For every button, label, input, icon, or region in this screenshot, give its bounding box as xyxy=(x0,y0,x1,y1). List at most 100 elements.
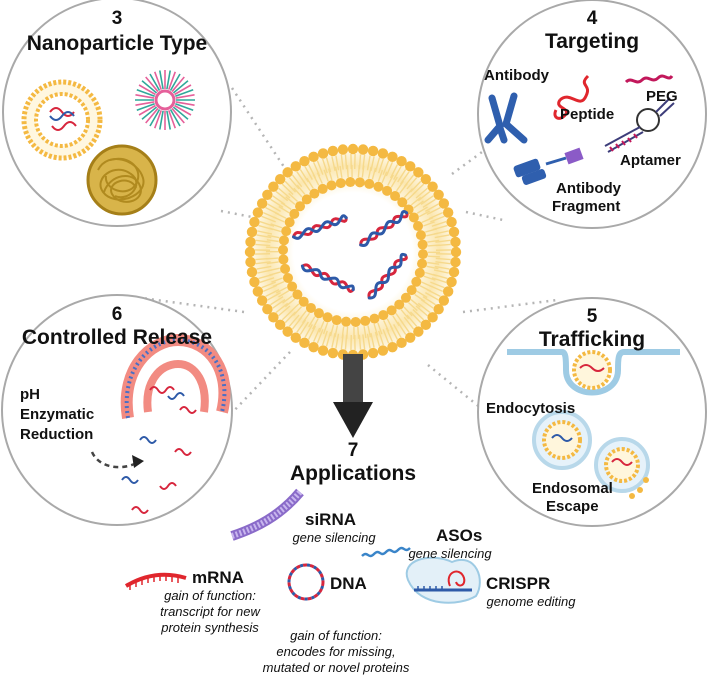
lipid-tail xyxy=(415,187,428,199)
released-dna-icon xyxy=(121,386,197,514)
lipid-tail xyxy=(278,305,291,317)
lipid-head xyxy=(387,341,398,353)
lipid-tail xyxy=(270,223,283,229)
lipid-head xyxy=(420,319,432,331)
micelle-strand xyxy=(169,109,181,127)
lipid-head xyxy=(274,319,286,331)
lipid-tail xyxy=(284,180,297,193)
peptide-label: Peptide xyxy=(560,106,615,123)
lipid-head xyxy=(298,296,309,307)
mrna-label: mRNA xyxy=(192,568,244,587)
lipid-tail xyxy=(296,184,306,195)
lipid-tail xyxy=(293,187,303,198)
micelle-strand xyxy=(149,73,161,91)
lipid-tail xyxy=(299,169,309,183)
lipid-tail xyxy=(316,329,324,344)
lipid-tail xyxy=(403,316,415,330)
lipid-tail xyxy=(335,333,340,349)
lipid-head xyxy=(331,315,342,326)
lipid-head xyxy=(274,173,286,185)
lipid-head xyxy=(377,148,389,159)
lipid-tail xyxy=(256,234,272,239)
lipid-head xyxy=(367,145,379,157)
micelle-strand xyxy=(149,109,161,127)
lipid-head xyxy=(347,143,359,155)
reduction-trigger-label: Reduction xyxy=(20,426,94,443)
lipid-tail xyxy=(261,215,276,223)
micelle-strand xyxy=(166,70,171,90)
lipid-tail xyxy=(424,271,437,277)
dna-desc-line2: encodes for missing, xyxy=(276,644,396,659)
lipid-head xyxy=(442,286,454,297)
dna-desc-line3: mutated or novel proteins xyxy=(262,660,410,675)
micelle-strand xyxy=(135,101,155,106)
lipid-tail xyxy=(275,302,289,314)
lipid-tail xyxy=(389,164,399,179)
mrna-icon xyxy=(124,572,187,590)
lipid-head xyxy=(414,267,425,278)
endosome-icon xyxy=(532,410,650,499)
lipid-tail xyxy=(339,165,343,178)
lipid-head xyxy=(369,313,380,324)
lipid-head xyxy=(246,266,258,278)
lipid-tail xyxy=(272,298,286,309)
lipid-head xyxy=(367,347,379,359)
panel-release-circle xyxy=(1,294,233,526)
lipid-tail xyxy=(397,321,407,335)
lipid-tail xyxy=(383,320,390,332)
lipid-tail xyxy=(362,334,366,350)
lipid-head xyxy=(299,337,310,349)
lipid-head xyxy=(427,181,438,192)
lipid-head xyxy=(394,299,405,310)
lipid-tail xyxy=(266,257,279,260)
micelle-strand xyxy=(174,104,192,116)
lipid-tail xyxy=(267,267,280,272)
lipid-tail xyxy=(413,200,424,209)
lipid-tail xyxy=(393,166,402,180)
lipid-head xyxy=(405,161,416,172)
lipid-tail xyxy=(390,176,398,188)
sirna-label: siRNA xyxy=(305,510,357,529)
lipid-tail xyxy=(334,325,339,338)
micelle-strand xyxy=(153,110,162,129)
lipid-tail xyxy=(392,315,400,327)
micelle-strand xyxy=(135,94,155,99)
dna-label: DNA xyxy=(330,574,367,593)
lipid-tail xyxy=(423,221,435,227)
lipid-tail xyxy=(430,215,445,223)
lipid-tail xyxy=(325,157,332,173)
lipid-head xyxy=(446,216,457,228)
lipid-head xyxy=(245,236,256,248)
lipid-tail xyxy=(395,313,404,324)
lipid-head xyxy=(433,189,444,200)
lipid-tail xyxy=(423,275,436,281)
lipid-tail xyxy=(255,243,271,247)
lipid-head xyxy=(299,155,310,167)
lipid-tail xyxy=(346,165,349,178)
lipid-tail xyxy=(278,205,290,214)
lipid-tail xyxy=(272,280,285,287)
lipid-head xyxy=(317,345,329,356)
lipid-tail xyxy=(374,331,381,347)
lipid-tail xyxy=(374,157,381,173)
lipid-tail xyxy=(266,246,279,249)
micelle-strand xyxy=(145,107,159,124)
lipid-tail xyxy=(403,188,414,198)
endocytosis-vesicle-icon xyxy=(572,350,612,390)
lipid-head xyxy=(278,235,289,246)
lipid-head xyxy=(341,316,352,327)
lipid-head xyxy=(405,332,416,343)
lipid-tail xyxy=(395,180,405,192)
asos-desc: gene silencing xyxy=(408,546,492,561)
lipid-tail xyxy=(427,261,440,265)
release-panel-number: 6 xyxy=(111,304,123,325)
aptamer-icon xyxy=(604,97,675,153)
lipid-tail xyxy=(434,234,450,239)
lipid-tail xyxy=(322,322,329,335)
lipid-head xyxy=(438,295,450,306)
lipid-head xyxy=(268,312,279,323)
lipid-head xyxy=(327,347,339,359)
lipid-tail xyxy=(366,333,371,349)
aptamer-label: Aptamer xyxy=(620,152,681,169)
lipid-tail xyxy=(268,271,281,276)
